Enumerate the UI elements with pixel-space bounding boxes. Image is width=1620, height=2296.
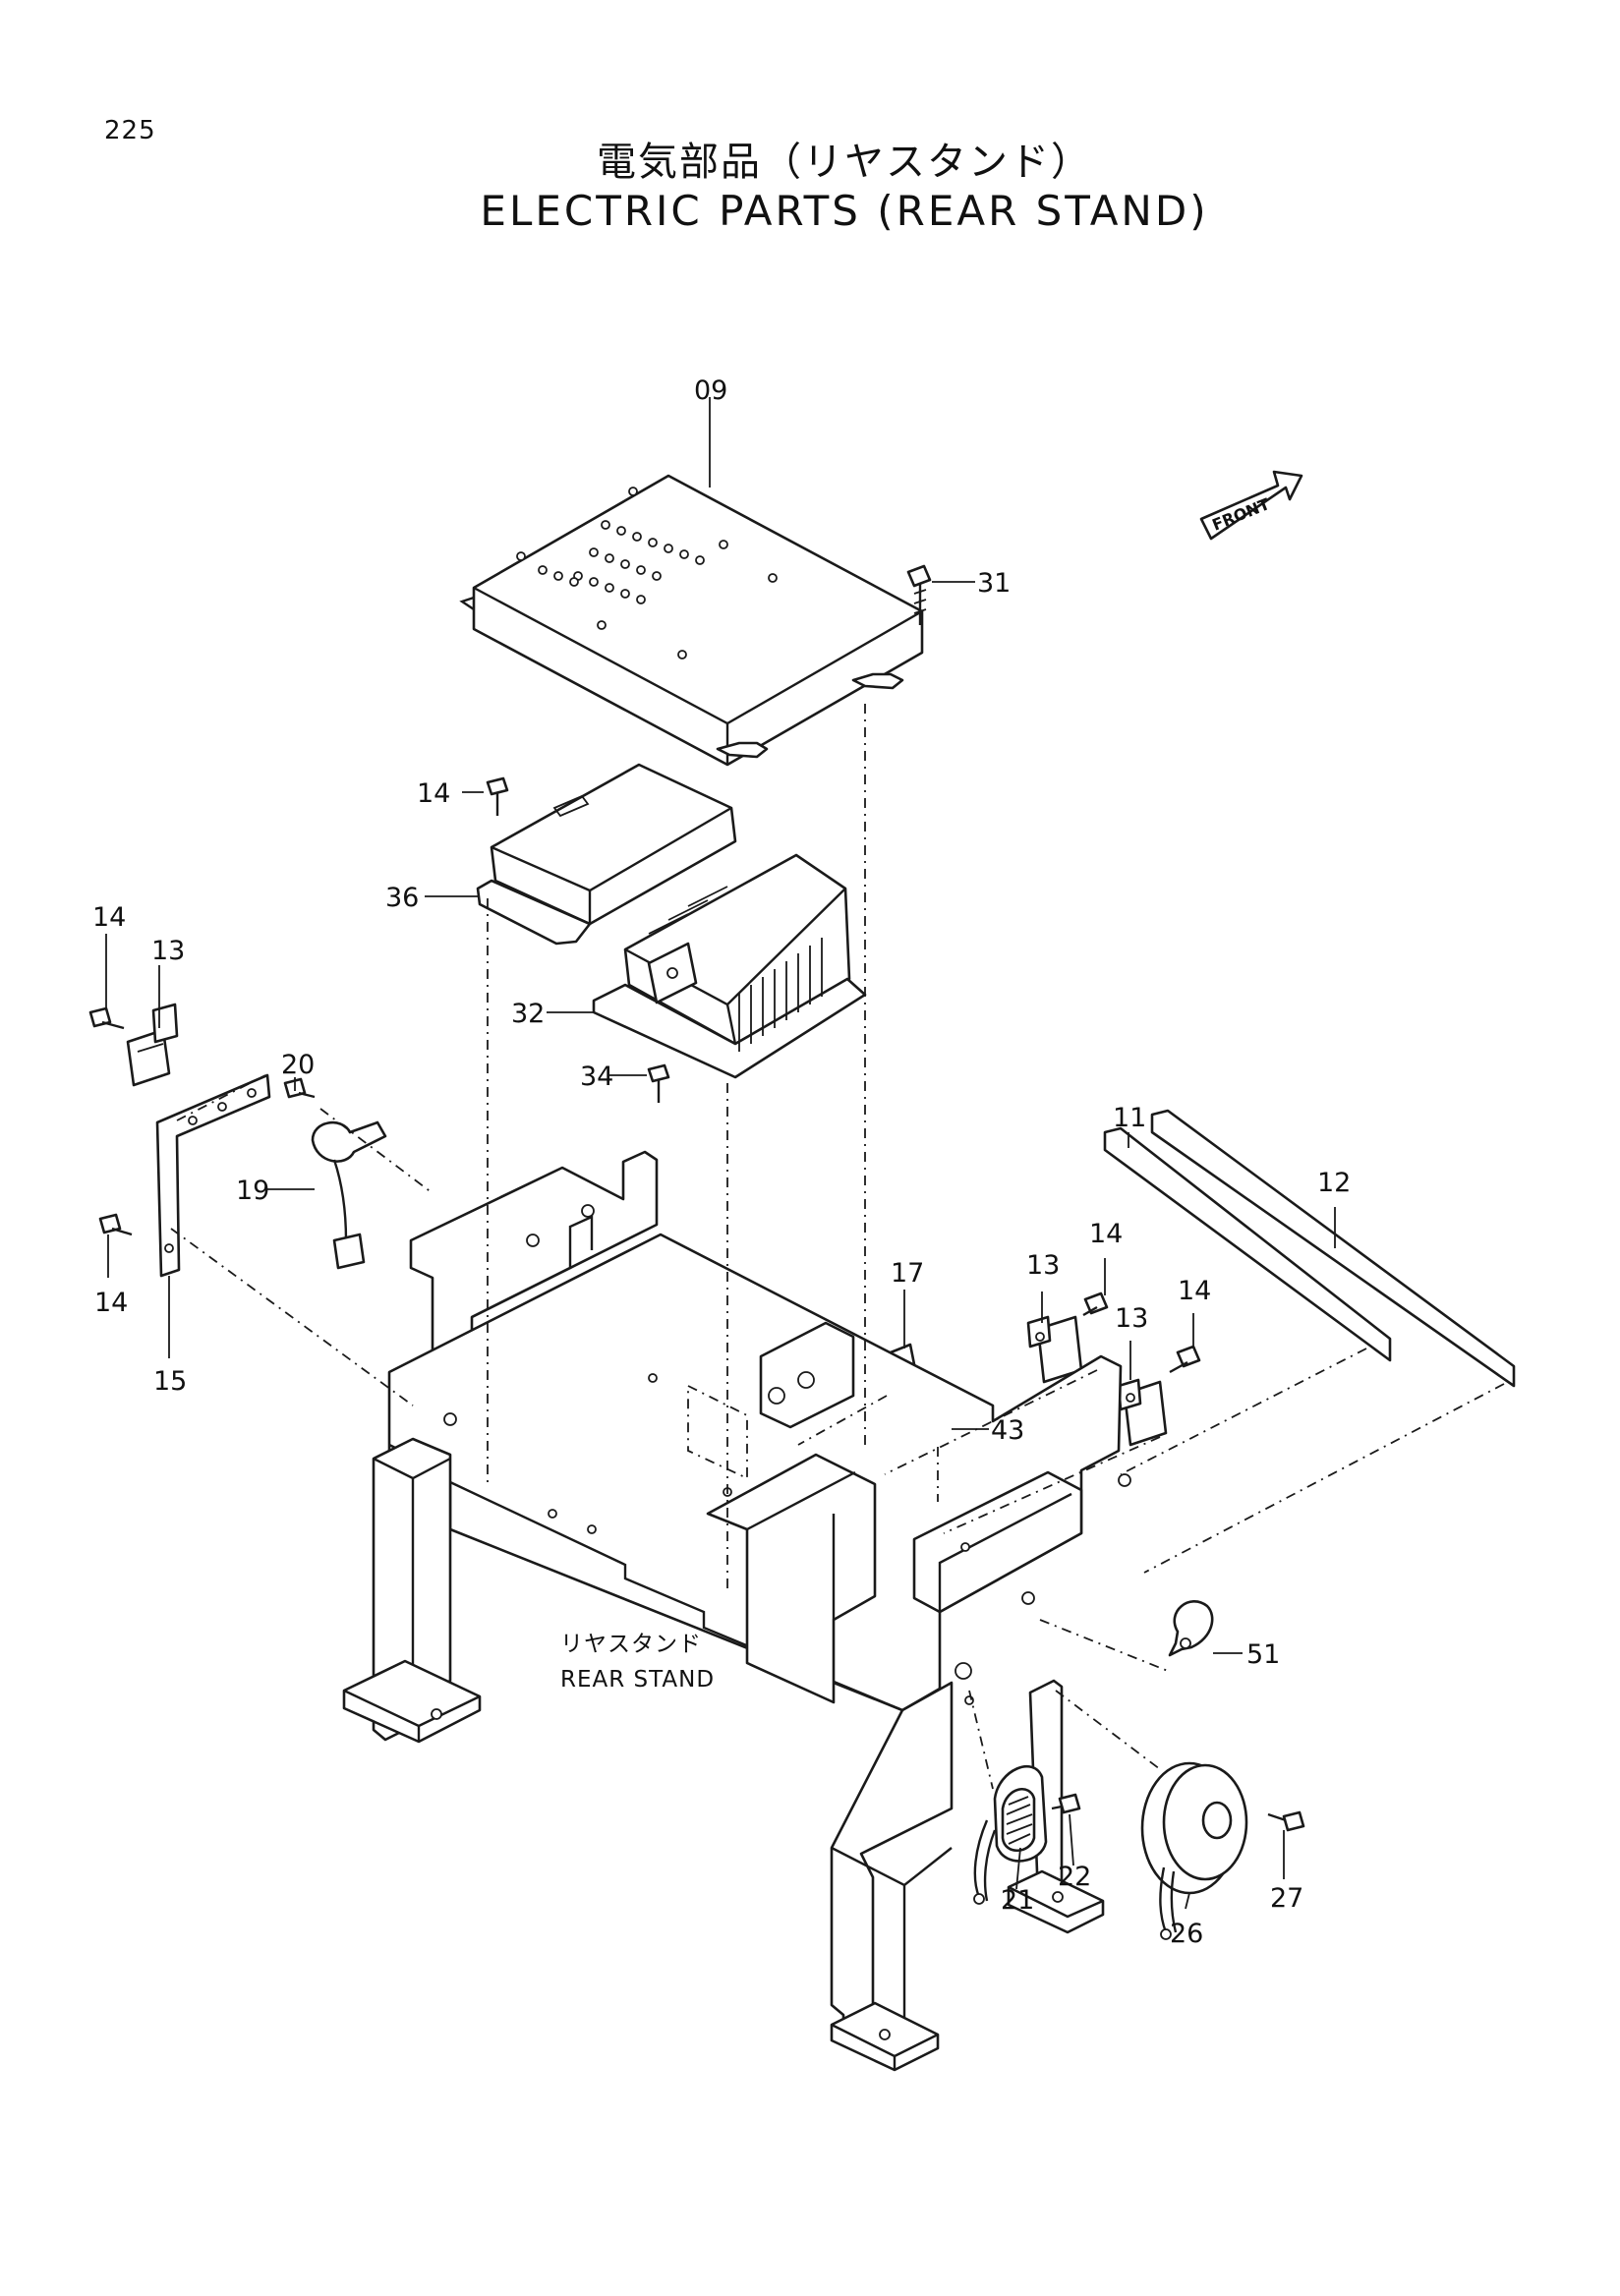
bolt-14-right <box>1169 1345 1201 1374</box>
bolt-14-mid <box>1082 1292 1109 1317</box>
callout-19: 19 <box>236 1176 269 1206</box>
callout-13-right: 13 <box>1115 1303 1148 1334</box>
controller-box-09 <box>459 474 924 767</box>
callout-11: 11 <box>1113 1103 1146 1133</box>
callout-34: 34 <box>580 1062 613 1092</box>
rear-stand-frame <box>342 1150 1131 2072</box>
bolt-14-top <box>486 776 509 816</box>
bolt-27 <box>1267 1810 1305 1832</box>
callout-20: 20 <box>281 1050 315 1080</box>
callout-14-left-top: 14 <box>92 902 126 933</box>
bracket-15 <box>155 1073 271 1278</box>
rear-stand-label-japanese: リヤスタンド <box>560 1632 702 1657</box>
callout-15: 15 <box>153 1366 187 1397</box>
page-number: 225 <box>104 116 156 145</box>
relay-13-left <box>126 1003 179 1087</box>
sensor-19 <box>311 1120 387 1270</box>
buzzer-21 <box>973 1765 1048 1905</box>
callout-22: 22 <box>1058 1862 1091 1892</box>
bolt-14-left-bottom <box>98 1213 133 1236</box>
strip-11 <box>1103 1126 1392 1362</box>
callout-21: 21 <box>1001 1885 1034 1916</box>
callout-27: 27 <box>1270 1883 1303 1914</box>
callout-51: 51 <box>1246 1639 1280 1670</box>
callout-09: 09 <box>694 375 727 406</box>
callout-numbers: 09 31 14 36 32 34 14 13 20 19 14 15 11 1… <box>92 375 1351 1949</box>
frame-mounting-holes <box>443 1204 1131 1705</box>
callout-14-top: 14 <box>417 778 450 809</box>
callout-12: 12 <box>1317 1168 1351 1198</box>
bolt-22 <box>1051 1793 1081 1814</box>
title-english: ELECTRIC PARTS (REAR STAND) <box>480 187 1209 235</box>
relay-13-right <box>1117 1378 1168 1447</box>
callout-14-left-bottom: 14 <box>94 1288 128 1318</box>
clip-51 <box>1168 1600 1214 1657</box>
horn-26 <box>1140 1761 1248 1940</box>
cover-36 <box>476 763 737 946</box>
controller-32 <box>592 853 867 1079</box>
callout-13-left: 13 <box>151 936 185 966</box>
bolt-31 <box>906 564 932 625</box>
bolt-34 <box>647 1063 670 1103</box>
box-indicator-holes <box>516 487 778 660</box>
bolt-20 <box>283 1077 316 1099</box>
front-arrow-icon: FRONT <box>1199 470 1303 541</box>
heat-sink-fins <box>738 938 823 1052</box>
callout-14-right: 14 <box>1178 1276 1211 1306</box>
callout-17: 17 <box>891 1258 924 1289</box>
callout-36: 36 <box>385 883 419 913</box>
callout-14-mid: 14 <box>1089 1219 1123 1249</box>
strip-12 <box>1150 1109 1516 1388</box>
leader-lines <box>105 397 1336 1910</box>
title-japanese: 電気部品（リヤスタンド） <box>597 140 1092 185</box>
callout-26: 26 <box>1170 1919 1203 1949</box>
assembly-lines <box>170 704 1505 1790</box>
rear-stand-label-english: REAR STAND <box>560 1667 715 1693</box>
callout-32: 32 <box>511 999 545 1029</box>
callout-31: 31 <box>977 568 1011 599</box>
bolt-14-left-top <box>88 1006 125 1030</box>
callout-13-mid: 13 <box>1026 1250 1060 1281</box>
callout-43: 43 <box>991 1415 1024 1446</box>
